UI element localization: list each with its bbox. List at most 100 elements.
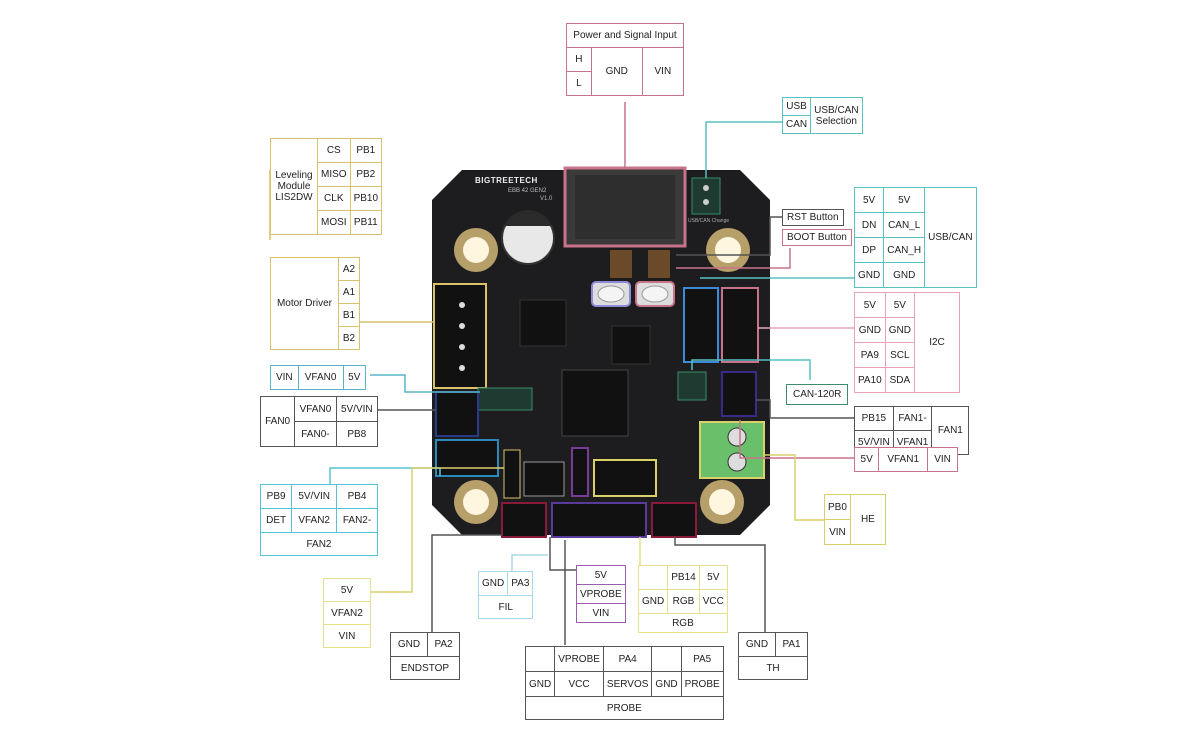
pin: PB15 — [854, 406, 894, 431]
pin: PA4 — [602, 646, 653, 672]
pin: DET — [259, 508, 293, 533]
pin: PROBE — [680, 671, 724, 697]
pin: PB8 — [335, 421, 379, 447]
pin: VIN — [927, 447, 958, 472]
pin — [524, 646, 556, 672]
pin: VPROBE — [576, 584, 626, 604]
fan2-power-table: 5V VFAN2 VIN — [323, 578, 371, 648]
pin-h: H — [566, 47, 592, 72]
motor-connector — [433, 283, 487, 389]
usb-can-connector — [683, 287, 719, 363]
pin: CAN_H — [883, 237, 926, 263]
pin: VFAN0 — [294, 396, 337, 422]
probe-connector — [551, 502, 647, 538]
pin: 5V/VIN — [291, 484, 338, 509]
fan0-title: FAN0 — [259, 396, 296, 447]
pin: PB9 — [259, 484, 293, 509]
pin: MOSI — [317, 210, 351, 235]
i2c-connector — [721, 287, 759, 363]
pin: PB4 — [336, 484, 378, 509]
endstop-connector — [501, 502, 547, 538]
fil-title: FIL — [477, 595, 534, 619]
pin: CS — [317, 138, 351, 163]
fil-connector — [503, 449, 521, 499]
pin: CAN_L — [883, 212, 926, 238]
pin: FAN2- — [336, 508, 378, 533]
pcb-board — [432, 166, 770, 538]
fan1-title: FAN1 — [931, 406, 970, 455]
pin: 5V — [883, 187, 926, 213]
pin: GND — [853, 262, 885, 288]
pin-vin: VIN — [641, 47, 685, 96]
pin: PA3 — [507, 571, 534, 596]
pin: A1 — [337, 280, 361, 304]
leveling-title: Leveling Module LIS2DW — [270, 138, 318, 235]
pin: PA1 — [775, 632, 808, 657]
usb-can-title: USB/CAN — [924, 187, 977, 288]
pin: 5V — [853, 447, 880, 472]
pin: GND — [883, 262, 926, 288]
pin: MISO — [317, 162, 351, 187]
pin: 5V — [853, 187, 885, 213]
board-version: V1.0 — [540, 196, 553, 202]
pin: DN — [853, 212, 885, 238]
fan0-connector — [435, 391, 479, 437]
pin: SDA — [884, 367, 915, 393]
pin: A2 — [337, 257, 361, 281]
pin: VCC — [554, 671, 604, 697]
motor-title: Motor Driver — [270, 257, 339, 350]
vprobe-table: 5V VPROBE VIN — [576, 565, 626, 623]
fan2-title: FAN2 — [260, 532, 378, 556]
pin: GND — [737, 632, 777, 657]
usb-can-jumper — [691, 177, 721, 215]
pin: PB10 — [349, 186, 383, 211]
pin: PA5 — [680, 646, 724, 672]
pin-gnd: GND — [590, 47, 643, 96]
endstop-title: ENDSTOP — [390, 656, 460, 680]
usb-can-selection-table: USB USB/CAN Selection CAN — [781, 97, 863, 134]
pin: VFAN0 — [297, 365, 344, 390]
usb-can-selection-title: USB/CAN Selection — [810, 97, 863, 134]
i2c-title: I2C — [913, 292, 961, 393]
pin: GND — [524, 671, 556, 697]
pin: B1 — [337, 303, 361, 327]
probe-title: PROBE — [525, 696, 724, 720]
pin — [651, 646, 682, 672]
pin: VIN — [270, 365, 299, 390]
pin: PB14 — [667, 565, 700, 590]
boot-button-label: BOOT Button — [782, 229, 852, 246]
pin: PA2 — [427, 632, 460, 657]
rgb-title: RGB — [638, 613, 728, 633]
pin: FAN1- — [892, 406, 933, 431]
pin: PA10 — [854, 367, 886, 393]
pin-l: L — [566, 71, 592, 96]
th-connector — [651, 502, 697, 538]
pin: CLK — [317, 186, 351, 211]
can120r-jumper — [677, 371, 707, 401]
jumper-silkscreen: USB/CAN Change — [688, 218, 730, 224]
pin: PB2 — [349, 162, 383, 187]
power-input-table: Power and Signal Input H GND VIN L — [566, 23, 685, 96]
he-title: HE — [849, 494, 886, 545]
motor-table: Motor Driver A2 A1 B1 B2 — [270, 257, 361, 350]
board-brand: BIGTREETECH — [475, 176, 538, 185]
pin: PB1 — [349, 138, 383, 163]
pin: 5V — [698, 565, 728, 590]
board-model: EBB 42 GEN2 — [508, 188, 547, 194]
pin: 5V — [576, 565, 626, 585]
pin: 5V/VIN — [335, 396, 379, 422]
th-title: TH — [738, 656, 808, 680]
rst-button-label: RST Button — [782, 209, 844, 226]
pin: PB0 — [824, 494, 851, 520]
pin: GND — [884, 317, 915, 343]
pin: 5V — [884, 292, 915, 318]
pin: GND — [637, 589, 669, 614]
fan1-connector — [721, 371, 757, 417]
pin: VIN — [824, 519, 851, 545]
pin: GND — [651, 671, 682, 697]
